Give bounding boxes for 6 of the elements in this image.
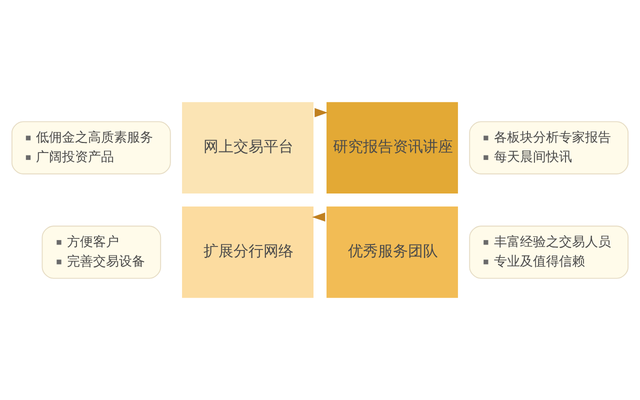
node-box: 低佣金之高质素服务 广阔投资产品 [11, 121, 171, 174]
node-box: 丰富经验之交易人员 专业及值得信赖 [469, 226, 629, 279]
node-box: 各板块分析专家报告 每天晨间快讯 [469, 121, 629, 174]
node-box: 扩展分行网络 [179, 204, 316, 301]
node-box: 方便客户 完善交易设备 [42, 226, 162, 279]
node-box: 研究报告资讯讲座 [324, 99, 461, 196]
